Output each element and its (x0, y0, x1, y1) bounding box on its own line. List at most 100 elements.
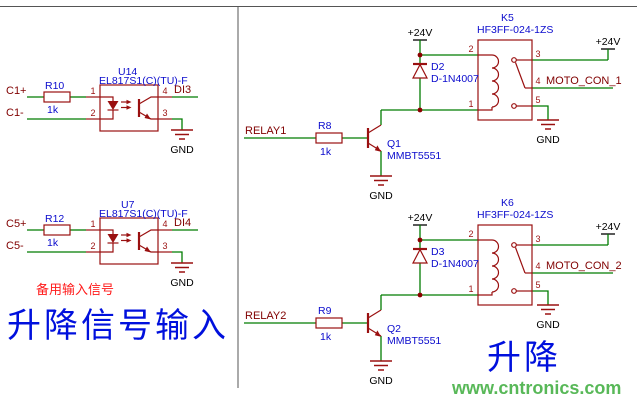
junction-dot (417, 107, 423, 113)
net-label-out: MOTO_CON_1 (546, 75, 622, 87)
net-label-out: MOTO_CON_2 (546, 260, 622, 272)
net-label-in: RELAY2 (245, 310, 286, 322)
power-label-right: +24V (596, 36, 621, 48)
transistor-part: MMBT5551 (387, 150, 441, 162)
power-24v-left (413, 39, 427, 55)
pin-number-2: 2 (90, 108, 95, 118)
ground-icon (171, 129, 193, 140)
ground-icon (537, 304, 559, 315)
designator: U14 (118, 66, 137, 78)
title-lift: 升降 (487, 339, 561, 377)
pin-number-3: 3 (162, 108, 167, 118)
pin-number-1: 1 (90, 86, 95, 96)
transistor-designator: Q1 (387, 138, 401, 150)
net-label-in-plus: C5+ (6, 218, 27, 230)
power-24v-right (601, 48, 615, 60)
resistor-body (315, 132, 343, 144)
led-icon (100, 229, 132, 253)
opto-circuit-1: U14 EL817S1(C)(TU)-F R10 1k C1+ C1- DI3 … (6, 66, 198, 156)
diode-part: D-1N4007 (431, 73, 479, 85)
resistor-body (43, 91, 71, 103)
relay-switch-icon (511, 57, 532, 109)
resistor-value: 1k (47, 104, 59, 116)
pin-number-4: 4 (162, 86, 167, 96)
ground-label: GND (369, 190, 393, 202)
resistor-designator: R12 (45, 213, 64, 225)
phototransistor-icon (137, 229, 158, 253)
resistor-value: 1k (320, 331, 332, 343)
relay-body (477, 39, 533, 121)
net-label-in-minus: C1- (6, 107, 24, 119)
pin-number-1: 1 (468, 284, 473, 294)
pin-number-1: 1 (90, 219, 95, 229)
pin-number-3: 3 (535, 49, 540, 59)
pin-number-4: 4 (535, 261, 540, 271)
component-pins (86, 229, 172, 253)
part-number: HF3FF-024-1ZS (477, 209, 553, 221)
optocoupler-body (99, 217, 159, 265)
watermark: www.cntronics.com (451, 378, 621, 398)
relay-body (477, 224, 533, 306)
relay-coil-icon (478, 54, 500, 111)
pin-number-1: 1 (468, 99, 473, 109)
resistor-value: 1k (320, 146, 332, 158)
junction-dot (417, 237, 423, 243)
note-backup-input: 备用输入信号 (36, 282, 114, 297)
led-icon (100, 96, 132, 120)
diode-designator: D2 (431, 61, 445, 73)
designator: K5 (501, 12, 514, 24)
ground-icon (370, 175, 392, 186)
part-number: EL817S1(C)(TU)-F (99, 75, 188, 87)
pin-number-3: 3 (535, 234, 540, 244)
part-number: EL817S1(C)(TU)-F (99, 208, 188, 220)
wires (244, 54, 613, 176)
relay-switch-icon (511, 242, 532, 294)
relay-coil-icon (478, 239, 500, 296)
pin-number-5: 5 (535, 95, 540, 105)
resistor-value: 1k (47, 237, 59, 249)
diode-designator: D3 (431, 246, 445, 258)
designator: U7 (121, 199, 135, 211)
ground-label: GND (170, 144, 194, 156)
resistor-designator: R8 (318, 120, 332, 132)
power-label-right: +24V (596, 221, 621, 233)
net-label-in: RELAY1 (245, 125, 286, 137)
wires (27, 96, 198, 130)
ground-label: GND (170, 277, 194, 289)
pin-number-5: 5 (535, 280, 540, 290)
power-24v-left (413, 224, 427, 240)
flyback-diode-icon (412, 62, 428, 79)
relay-circuit-2: K6 HF3FF-024-1ZS +24V +24V D3 D-1N4007 2… (244, 197, 622, 387)
component-pins (86, 96, 172, 120)
power-24v-right (601, 233, 615, 245)
relay-circuit-1: K5 HF3FF-024-1ZS +24V +24V D2 D-1N4007 2… (244, 12, 622, 202)
wires (244, 239, 613, 361)
ground-label: GND (369, 375, 393, 387)
pin-number-2: 2 (468, 44, 473, 54)
transistor-part: MMBT5551 (387, 335, 441, 347)
pin-number-3: 3 (162, 241, 167, 251)
ground-icon (370, 360, 392, 371)
pin-number-2: 2 (468, 229, 473, 239)
title-lift-signal-input: 升降信号输入 (7, 307, 229, 345)
npn-transistor-icon (366, 309, 382, 337)
sheet-borders (0, 6, 637, 388)
flyback-diode-icon (412, 247, 428, 264)
power-label-left: +24V (408, 27, 433, 39)
wires (27, 229, 198, 263)
diode-part: D-1N4007 (431, 258, 479, 270)
resistor-body (315, 317, 343, 329)
ground-icon (537, 119, 559, 130)
resistor-designator: R10 (45, 80, 64, 92)
phototransistor-icon (137, 96, 158, 120)
net-label-out: DI4 (174, 217, 191, 229)
net-label-in-plus: C1+ (6, 85, 27, 97)
transistor-designator: Q2 (387, 323, 401, 335)
pin-number-4: 4 (162, 219, 167, 229)
junction-dot (417, 52, 423, 58)
power-label-left: +24V (408, 212, 433, 224)
opto-circuit-2: U7 EL817S1(C)(TU)-F R12 1k C5+ C5- DI4 1… (6, 199, 198, 289)
pin-number-2: 2 (90, 241, 95, 251)
